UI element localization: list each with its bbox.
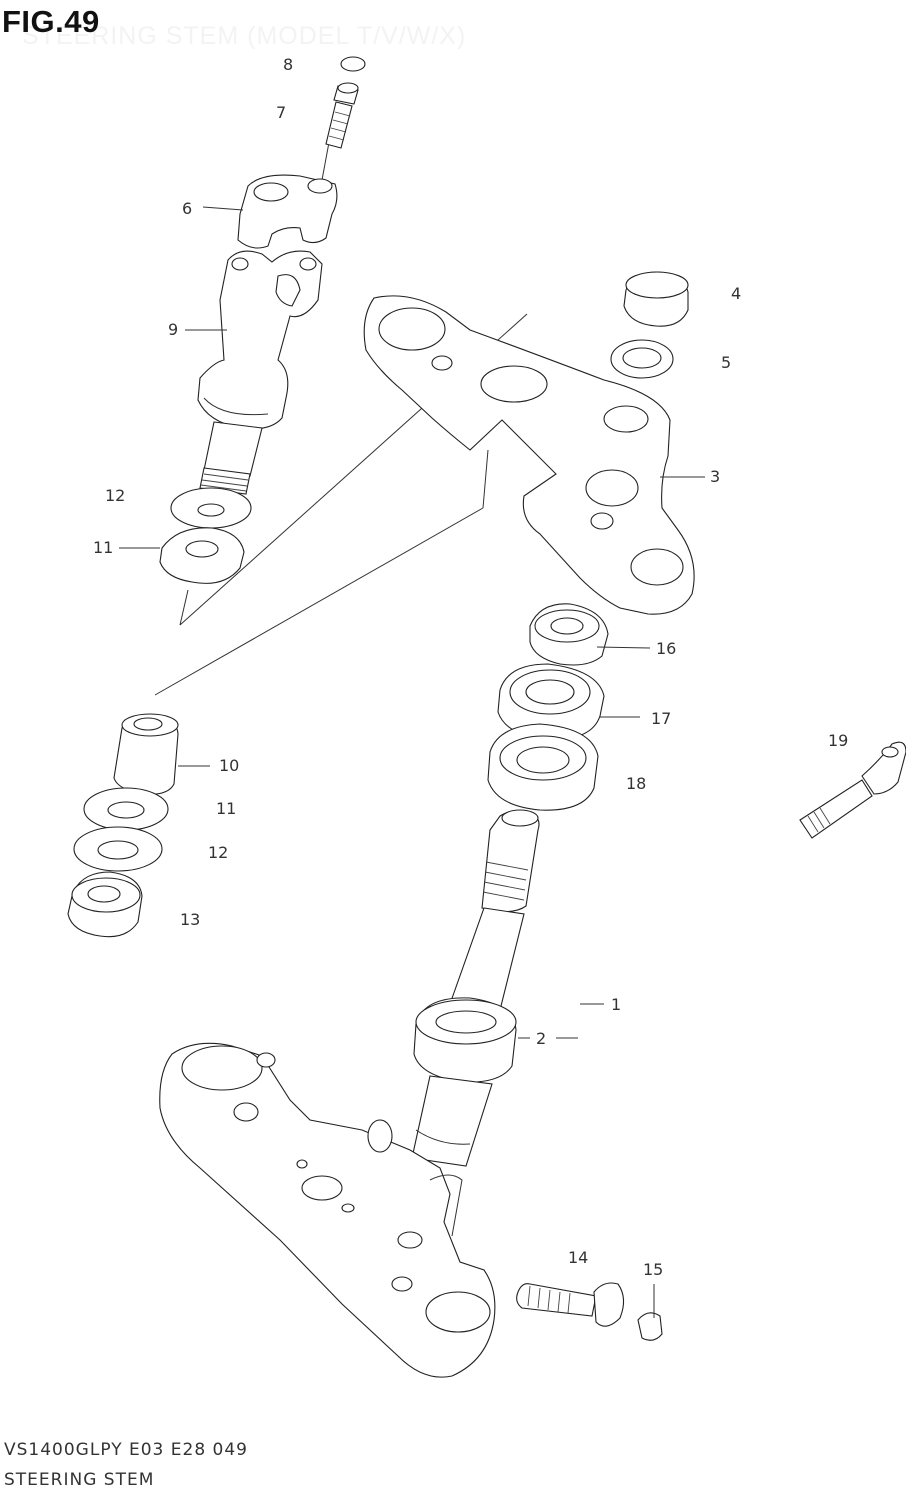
part-19-fitting <box>799 741 906 839</box>
callout-14: 14 <box>568 1248 589 1267</box>
callout-7: 7 <box>276 103 287 122</box>
callout-11-lower: 11 <box>216 799 237 818</box>
part-13-nut <box>67 871 143 938</box>
callout-19: 19 <box>828 731 849 750</box>
part-11-nut-upper <box>159 527 245 584</box>
part-16-nut <box>529 603 609 666</box>
callout-12-lower: 12 <box>208 843 229 862</box>
callout-5: 5 <box>721 353 732 372</box>
part-18-bearing <box>487 723 599 811</box>
part-12-washer-upper <box>170 487 252 529</box>
part-9-handlebar-holder <box>197 250 323 495</box>
part-14-bolt <box>516 1282 625 1327</box>
lower-bracket <box>159 1042 496 1378</box>
callout-2: 2 <box>536 1029 547 1048</box>
part-4-cap <box>623 271 689 327</box>
part-8-cap <box>340 56 366 72</box>
callout-9: 9 <box>168 320 179 339</box>
part-12-washer-lower <box>73 826 163 872</box>
callout-6: 6 <box>182 199 193 218</box>
callout-4: 4 <box>731 284 742 303</box>
part-7-bolt <box>325 82 359 149</box>
callout-16: 16 <box>656 639 677 658</box>
figure-subtitle: STEERING STEM (MODEL T/V/W/X) <box>22 22 467 50</box>
assembly-guide-lines <box>154 109 581 1136</box>
part-6-handlebar-clamp <box>237 174 338 249</box>
part-10-spacer <box>113 713 179 795</box>
figure-title: FIG.49 <box>2 4 100 39</box>
callout-10: 10 <box>219 756 240 775</box>
callout-12-upper: 12 <box>105 486 126 505</box>
callout-18: 18 <box>626 774 647 793</box>
callout-3: 3 <box>710 467 721 486</box>
callout-15: 15 <box>643 1260 664 1279</box>
part-5-washer <box>610 339 674 379</box>
part-1-steering-stem <box>411 809 540 1167</box>
callout-8: 8 <box>283 55 294 74</box>
callout-17: 17 <box>651 709 672 728</box>
figure-code: VS1400GLPY E03 E28 049 <box>4 1440 248 1460</box>
part-17-dust-seal <box>497 663 605 741</box>
callout-13: 13 <box>180 910 201 929</box>
callout-1: 1 <box>611 995 622 1014</box>
part-3-upper-bracket <box>363 295 695 615</box>
callout-11-upper: 11 <box>93 538 114 557</box>
part-11-washer-lower <box>83 787 169 831</box>
callout-leader-lines <box>119 206 705 1039</box>
figure-name: STEERING STEM <box>4 1470 155 1490</box>
part-15-nut <box>637 1284 663 1341</box>
